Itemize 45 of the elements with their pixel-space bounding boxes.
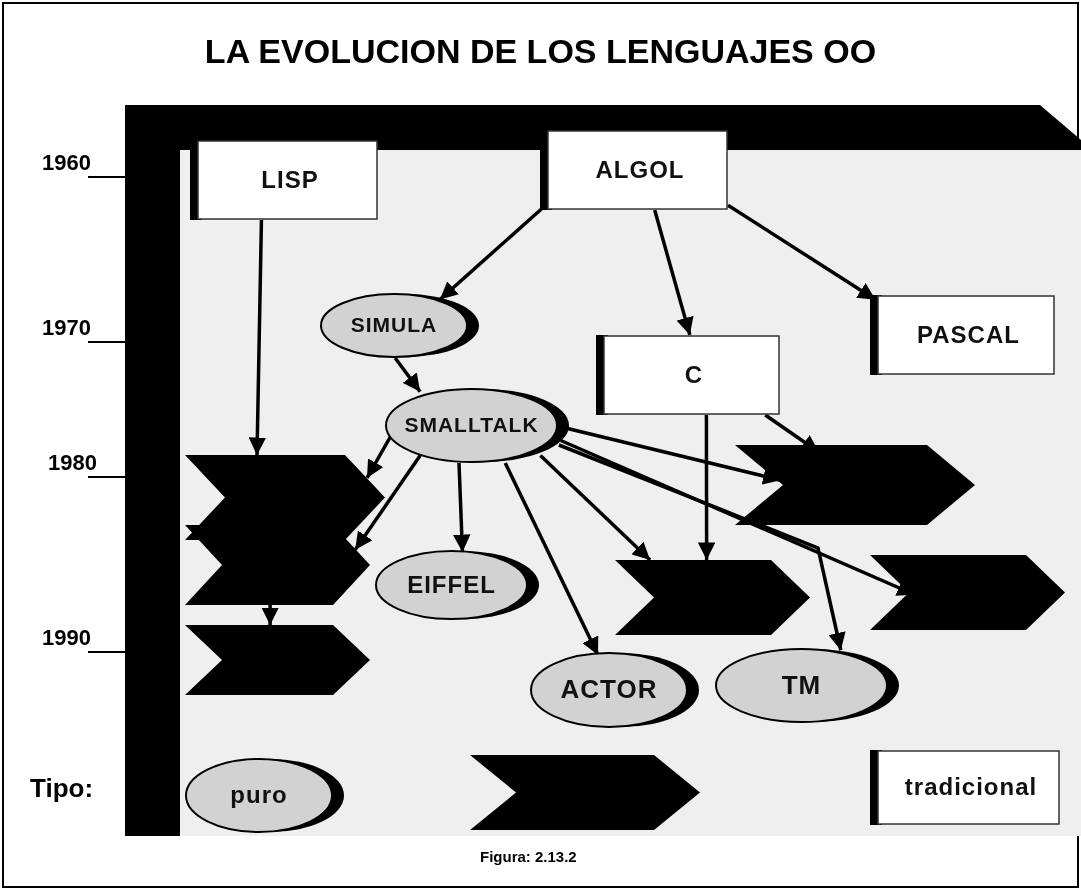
node-label: C	[683, 360, 705, 389]
arrow	[453, 462, 471, 553]
chevron-shape	[870, 555, 1065, 630]
year-label: 1960	[42, 150, 91, 176]
arrow	[353, 454, 422, 551]
figure-caption: Figura: 2.13.2	[480, 848, 577, 865]
node-label: puro	[229, 781, 289, 810]
language-box	[190, 140, 378, 220]
language-ellipse	[385, 388, 570, 463]
arrow	[697, 415, 716, 560]
language-ellipse	[530, 652, 700, 728]
chevron-shape	[185, 625, 370, 695]
language-box	[870, 750, 1060, 825]
arrow	[393, 356, 422, 393]
language-box	[870, 295, 1055, 375]
arrow	[248, 219, 267, 456]
node-label: TM	[780, 669, 823, 701]
arrow	[261, 605, 279, 625]
year-label: 1990	[42, 625, 91, 651]
chevron-shape	[470, 755, 700, 830]
node-label: PASCAL	[916, 320, 1021, 349]
language-ellipse	[375, 550, 540, 620]
node-label: LISP	[260, 165, 320, 194]
language-box	[596, 335, 780, 415]
chevron-shape	[185, 525, 370, 605]
node-label: SIMULA	[349, 312, 439, 337]
language-ellipse	[185, 758, 345, 833]
chevron-shape	[735, 445, 975, 525]
chevron-shape	[615, 560, 810, 635]
year-label: 1980	[48, 450, 97, 476]
node-label: SMALLTALK	[403, 412, 540, 437]
arrow	[558, 443, 846, 651]
node-label: EIFFEL	[406, 570, 497, 599]
arrow	[503, 462, 600, 656]
node-label: tradicional	[903, 773, 1039, 802]
year-label: 1970	[42, 315, 91, 341]
node-label: ACTOR	[559, 674, 659, 706]
legend-heading: Tipo:	[30, 773, 94, 804]
node-label: ALGOL	[594, 155, 686, 184]
language-ellipse	[320, 293, 480, 358]
arrow	[539, 454, 652, 562]
diagram-title: LA EVOLUCION DE LOS LENGUAJES OO	[203, 32, 878, 71]
arrow	[653, 209, 694, 336]
language-ellipse	[715, 648, 900, 723]
language-box	[540, 130, 728, 210]
